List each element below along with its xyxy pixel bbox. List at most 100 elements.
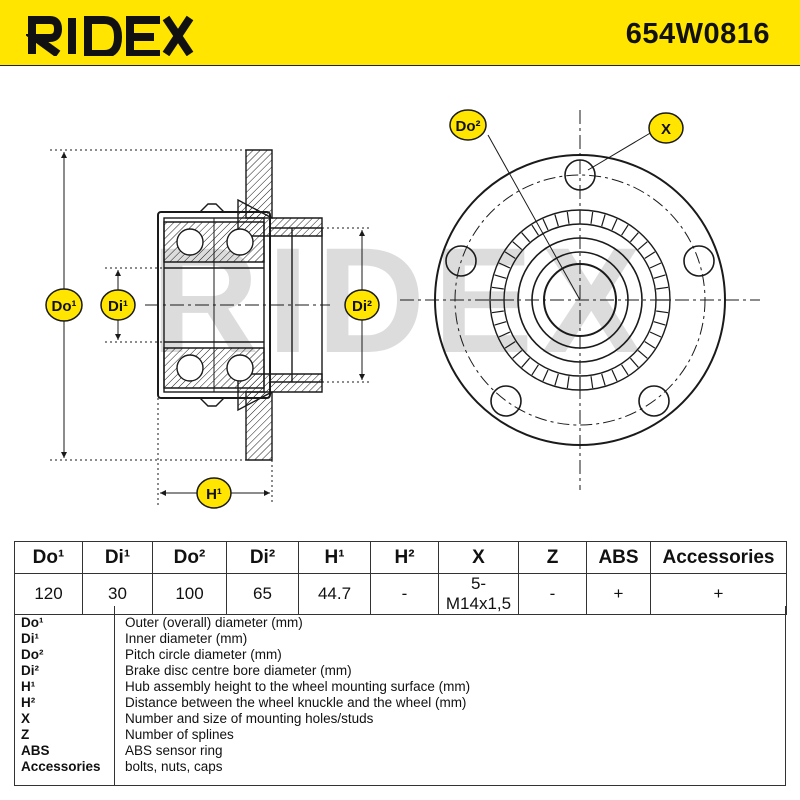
- table-header-cell: Z: [518, 541, 587, 574]
- table-value-cell: 44.7: [298, 573, 371, 615]
- legend-description: Hub assembly height to the wheel mountin…: [125, 679, 471, 694]
- legend-box: Do¹ Outer (overall) diameter (mm) Di¹ In…: [14, 606, 786, 786]
- abs-tooth: [512, 241, 523, 251]
- label-do2: Do²: [456, 118, 481, 135]
- label-h1: H¹: [206, 486, 222, 503]
- abs-tooth: [649, 331, 662, 338]
- legend-description: Pitch circle diameter (mm): [125, 647, 282, 662]
- legend-description: Distance between the wheel knuckle and t…: [125, 695, 467, 710]
- legend-row: Do¹ Outer (overall) diameter (mm): [15, 615, 785, 631]
- legend-row: Accessories bolts, nuts, caps: [15, 759, 785, 775]
- legend-description: Number and size of mounting holes/studs: [125, 711, 374, 726]
- abs-tooth: [653, 274, 666, 279]
- table-header-cell: X: [438, 541, 519, 574]
- abs-tooth: [494, 274, 507, 279]
- abs-tooth: [649, 262, 662, 269]
- label-badge-do2: [449, 109, 487, 141]
- part-number: 654W0816: [625, 18, 770, 50]
- legend-description: Inner diameter (mm): [125, 631, 248, 646]
- label-badge-di2: [344, 289, 380, 321]
- label-badge-x: [648, 112, 684, 144]
- legend-row: ABS ABS sensor ring: [15, 743, 785, 759]
- abs-tooth: [491, 310, 504, 314]
- label-di1: Di¹: [108, 298, 128, 315]
- legend-row: Di² Brake disc centre bore diameter (mm): [15, 663, 785, 679]
- label-badge-h1: [196, 477, 232, 509]
- legend-term: Accessories: [21, 759, 101, 774]
- legend-description: Outer (overall) diameter (mm): [125, 615, 303, 630]
- abs-tooth: [611, 369, 618, 382]
- abs-tooth: [611, 218, 618, 231]
- label-badge-di1: [100, 289, 136, 321]
- dimension-do2: [487, 134, 581, 301]
- abs-tooth: [566, 376, 570, 389]
- table-header-cell: Do¹: [14, 541, 83, 574]
- abs-tooth: [542, 369, 549, 382]
- legend-term: Z: [21, 727, 30, 742]
- legend-description: ABS sensor ring: [125, 743, 223, 758]
- abs-tooth: [656, 310, 669, 314]
- table-value-cell: 5-M14x1,5: [438, 573, 519, 615]
- legend-term: ABS: [21, 743, 50, 758]
- dimension-x: [587, 131, 653, 171]
- specifications-table: Do¹ Di¹ Do² Di² H¹ H² X Z ABS Accessorie…: [14, 541, 787, 615]
- legend-description: Number of splines: [125, 727, 234, 742]
- label-do1: Do¹: [52, 298, 77, 315]
- table-header-cell: H¹: [298, 541, 371, 574]
- abs-tooth: [542, 218, 549, 231]
- label-x: X: [661, 121, 671, 138]
- legend-row: H² Distance between the wheel knuckle an…: [15, 695, 785, 711]
- brand-logo: [26, 15, 194, 56]
- side-section-view: [145, 149, 330, 461]
- legend-term: H²: [21, 695, 36, 710]
- legend-term: X: [21, 711, 31, 726]
- legend-term: Di²: [21, 663, 39, 678]
- abs-tooth: [621, 224, 629, 236]
- abs-tooth: [491, 286, 504, 290]
- legend-term: Di¹: [21, 631, 39, 646]
- abs-tooth: [498, 262, 511, 269]
- table-values-row: 120 30 100 65 44.7 - 5-M14x1,5 - + +: [14, 573, 787, 615]
- abs-tooth: [656, 286, 669, 290]
- table-header-row: Do¹ Di¹ Do² Di² H¹ H² X Z ABS Accessorie…: [14, 541, 787, 574]
- legend-description: bolts, nuts, caps: [125, 759, 223, 774]
- legend-term: Do¹: [21, 615, 44, 630]
- abs-tooth: [566, 211, 570, 224]
- abs-tooth: [531, 224, 539, 236]
- legend-row: X Number and size of mounting holes/stud…: [15, 711, 785, 727]
- legend-term: Do²: [21, 647, 44, 662]
- table-header-cell: Do²: [152, 541, 227, 574]
- table-header-cell: Di²: [226, 541, 299, 574]
- abs-tooth: [644, 341, 656, 349]
- abs-tooth: [621, 364, 629, 376]
- abs-tooth: [590, 376, 594, 389]
- table-value-cell: -: [370, 573, 439, 615]
- legend-row: H¹ Hub assembly height to the wheel moun…: [15, 679, 785, 695]
- table-header-cell: ABS: [586, 541, 651, 574]
- technical-drawing: RIDEX: [45, 109, 760, 509]
- table-value-cell: +: [586, 573, 651, 615]
- abs-tooth: [629, 232, 639, 243]
- abs-tooth: [531, 364, 539, 376]
- abs-tooth: [504, 251, 516, 259]
- abs-ring-teeth: [491, 211, 669, 389]
- header-bar: 654W0816: [0, 0, 800, 66]
- table-header-cell: H²: [370, 541, 439, 574]
- table-header-cell: Accessories: [650, 541, 787, 574]
- legend-description: Brake disc centre bore diameter (mm): [125, 663, 352, 678]
- table-value-cell: +: [650, 573, 787, 615]
- abs-tooth: [504, 341, 516, 349]
- abs-tooth: [601, 214, 606, 227]
- table-header-cell: Di¹: [82, 541, 153, 574]
- abs-tooth: [521, 357, 531, 368]
- legend-row: Z Number of splines: [15, 727, 785, 743]
- abs-tooth: [637, 241, 648, 251]
- abs-tooth: [590, 211, 594, 224]
- table-value-cell: 120: [14, 573, 83, 615]
- abs-tooth: [498, 331, 511, 338]
- legend-term: H¹: [21, 679, 36, 694]
- abs-tooth: [554, 214, 559, 227]
- abs-tooth: [644, 251, 656, 259]
- legend-divider: [114, 606, 115, 785]
- label-badge-do1: [45, 288, 83, 322]
